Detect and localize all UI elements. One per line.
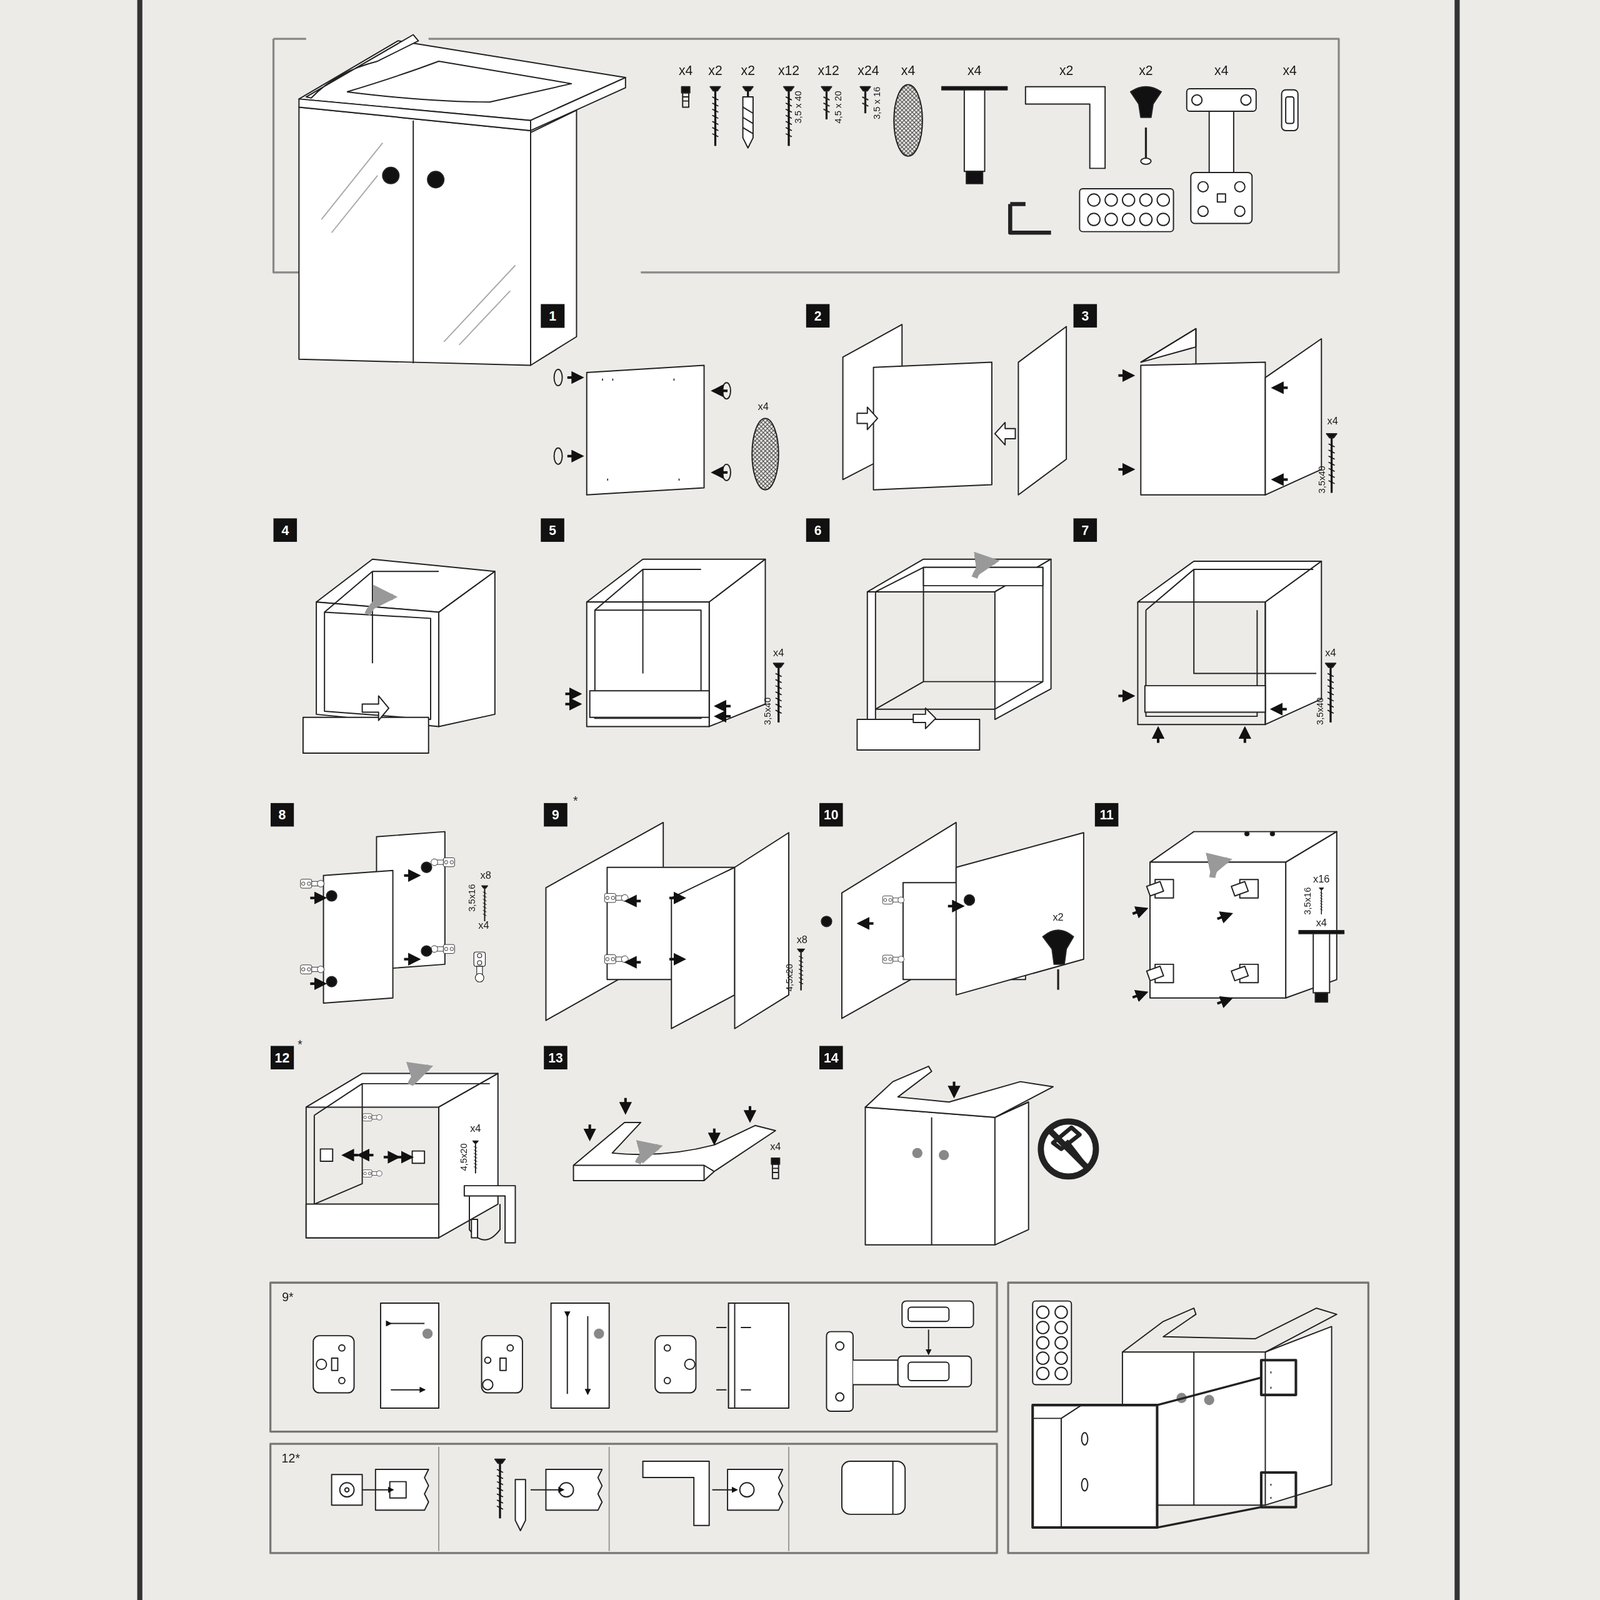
step-number: 1	[540, 304, 565, 329]
quantity-label: x4	[470, 1123, 481, 1134]
step-number: 8	[270, 803, 295, 827]
screw-size: 3,5 x 16	[873, 86, 883, 120]
step-number-text: 8	[278, 808, 287, 822]
note-mark: *	[573, 795, 579, 808]
note-mark: *	[297, 1038, 303, 1052]
step-number: 12	[270, 1045, 295, 1070]
quantity-label: x24	[857, 63, 879, 77]
step-number-text: 5	[548, 523, 557, 537]
quantity-label: x4	[478, 920, 489, 931]
screw-size: 3,5x40	[1318, 465, 1328, 494]
step-number: 4	[273, 518, 298, 542]
screw-size: 3,5x16	[1303, 887, 1314, 915]
quantity-label: x4	[901, 63, 915, 77]
step-number-text: 3	[1081, 309, 1089, 323]
step-number: 9	[543, 803, 568, 827]
quantity-label: x4	[1325, 648, 1336, 659]
quantity-label: x12	[778, 63, 800, 77]
quantity-label: x8	[796, 935, 808, 945]
screw-size: 3,5x40	[1315, 697, 1325, 725]
quantity-label: x12	[818, 63, 840, 77]
step-number-text: 10	[823, 808, 839, 822]
screw-size: 4,5x20	[785, 963, 795, 992]
quantity-label: x4	[1327, 416, 1339, 427]
step-number: 5	[540, 518, 565, 542]
quantity-label: x2	[1052, 912, 1064, 923]
note-mark: 9*	[281, 1290, 294, 1304]
screw-size: 4,5 x 20	[834, 90, 844, 124]
quantity-label: x2	[708, 63, 722, 77]
quantity-label: x2	[1059, 63, 1074, 77]
quantity-label: x4	[967, 63, 982, 77]
step-number: 10	[819, 803, 844, 827]
step-number: 3	[1073, 304, 1098, 329]
quantity-label: x4	[758, 401, 769, 412]
step-number-text: 2	[814, 309, 822, 323]
screw-size: 3,5 x 40	[794, 90, 804, 124]
quantity-label: x4	[770, 1141, 781, 1152]
step-number: 11	[1095, 803, 1119, 827]
screw-size: 3,5x16	[468, 884, 478, 912]
screw-size: 3,5x40	[763, 697, 774, 725]
note-mark: 12*	[281, 1451, 300, 1465]
step-number: 7	[1073, 518, 1098, 542]
step-number-text: 1	[548, 309, 557, 323]
quantity-label: x4	[1214, 63, 1229, 77]
step-number-text: 12	[275, 1051, 290, 1065]
quantity-label: x8	[480, 870, 492, 881]
step-number-text: 9	[551, 808, 560, 822]
step-number-text: 7	[1081, 523, 1089, 537]
step-number: 14	[819, 1045, 844, 1070]
screw-size: 4,5x20	[460, 1143, 470, 1171]
step-number: 13	[543, 1045, 568, 1070]
step-number-text: 13	[548, 1051, 564, 1065]
step-number: 2	[806, 304, 830, 329]
quantity-label: x16	[1313, 874, 1330, 885]
quantity-label: x2	[741, 63, 755, 77]
step-number-text: 6	[814, 523, 822, 537]
step-number-text: 14	[823, 1051, 839, 1065]
step-number: 6	[806, 518, 830, 542]
step-number-text: 4	[281, 523, 289, 537]
quantity-label: x4	[1316, 918, 1327, 929]
quantity-label: x2	[1138, 63, 1153, 77]
quantity-label: x4	[1282, 63, 1297, 77]
quantity-label: x4	[773, 648, 784, 659]
step-number-text: 11	[1099, 808, 1114, 822]
quantity-label: x4	[678, 63, 693, 77]
